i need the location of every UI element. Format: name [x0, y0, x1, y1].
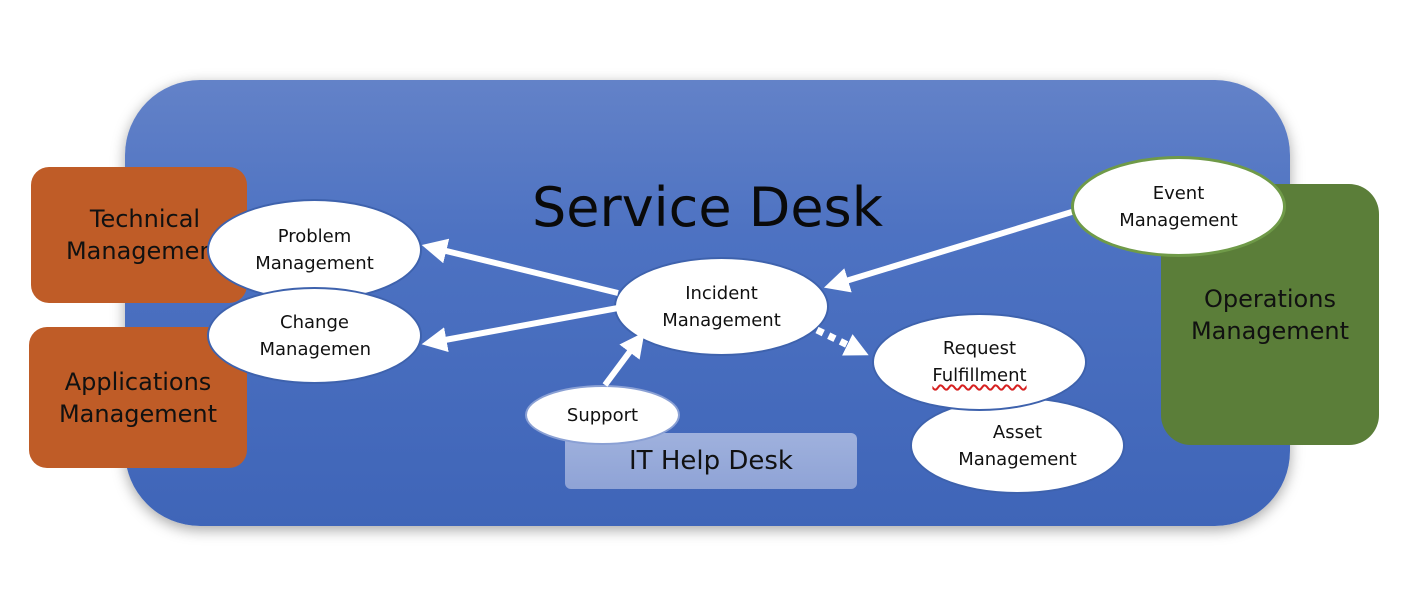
asset-management-line2: Management — [958, 448, 1077, 470]
request-fulfillment-line2: Fulfillment — [932, 365, 1027, 386]
technical-management-line1: Technical — [89, 205, 201, 233]
arrow-incident-to-problem — [421, 238, 619, 296]
problem-management-line2: Management — [255, 253, 374, 274]
technical-management-line2: Management — [65, 237, 225, 265]
arrow-event-to-incident — [823, 208, 1076, 293]
event-management-line2: Management — [1119, 209, 1238, 231]
support-ellipse: Support — [525, 385, 680, 445]
change-management-ellipse: Change Management — [207, 287, 422, 384]
applications-management-line2: Management — [58, 399, 218, 428]
asset-management-ellipse: Asset Management — [910, 397, 1125, 494]
operations-management-line1: Operations — [1204, 284, 1336, 313]
problem-management-ellipse: Problem Management — [207, 199, 422, 301]
request-fulfillment-line1: Request — [942, 338, 1017, 359]
change-management-line1: Change — [280, 311, 349, 333]
arrow-support-to-incident — [602, 331, 645, 387]
event-management-ellipse: Event Management — [1071, 156, 1286, 257]
incident-management-line2: Management — [662, 309, 781, 331]
incident-management-line1: Incident — [685, 282, 758, 304]
service-desk-title: Service Desk — [532, 175, 883, 239]
support-label: Support — [566, 404, 639, 426]
operations-management-line2: Management — [1190, 316, 1350, 345]
arrow-incident-to-change — [421, 305, 619, 353]
change-management-line2: Management — [259, 338, 370, 360]
request-fulfillment-ellipse: Request Fulfillment — [872, 313, 1087, 411]
problem-management-line1: Problem — [277, 226, 352, 247]
asset-management-line1: Asset — [992, 421, 1043, 443]
incident-management-ellipse: Incident Management — [614, 257, 829, 356]
applications-management-line1: Applications — [64, 367, 212, 396]
event-management-line1: Event — [1152, 182, 1205, 204]
arrow-incident-to-request — [815, 326, 869, 356]
applications-management-box: Applications Management — [29, 327, 247, 468]
